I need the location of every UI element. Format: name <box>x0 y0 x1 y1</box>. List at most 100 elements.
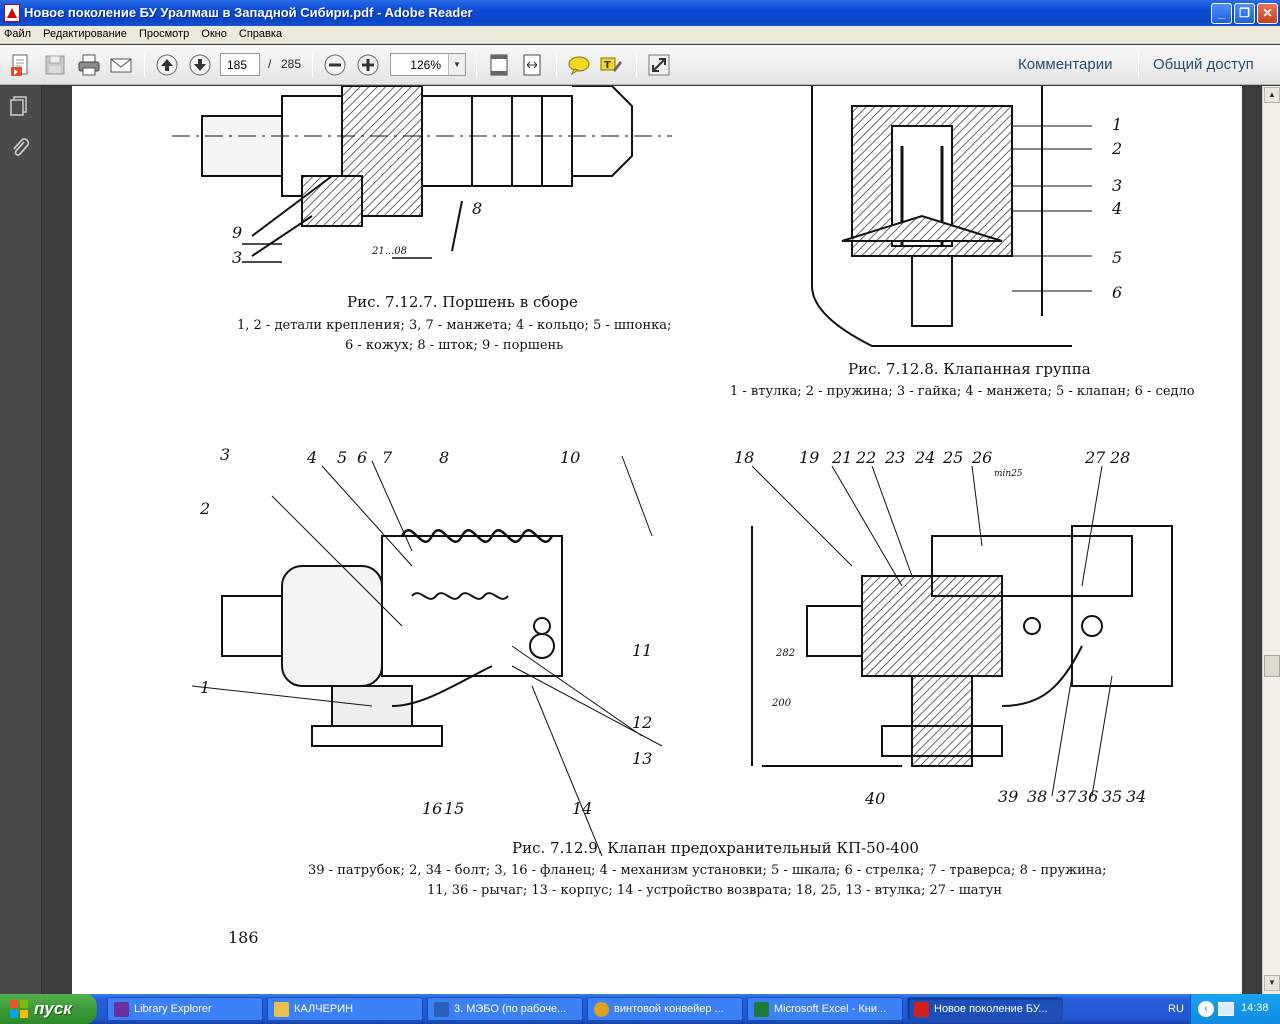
fig8-label-6: 6 <box>1112 283 1122 302</box>
fig9-label-24: 24 <box>914 448 935 467</box>
share-panel-button[interactable]: Общий доступ <box>1153 56 1254 73</box>
start-button[interactable]: пуск <box>0 994 97 1024</box>
fig9-label-28: 28 <box>1109 448 1130 467</box>
maximize-button[interactable]: ❐ <box>1234 3 1255 24</box>
fig9-label-8: 8 <box>439 448 449 467</box>
fig9-label-22: 22 <box>855 448 876 467</box>
fig9-dimension-200: 200 <box>771 698 792 709</box>
system-tray: ‹ 14:38 <box>1190 994 1280 1024</box>
fig8-label-1: 1 <box>1112 115 1122 134</box>
print-icon[interactable] <box>76 52 102 78</box>
taskbar-item-adobe-reader[interactable]: Новое поколение БУ... <box>907 997 1063 1021</box>
excel-icon <box>754 1002 769 1017</box>
fig9-caption: Рис. 7.12.9. Клапан предохранительный КП… <box>512 839 919 857</box>
expand-icon[interactable] <box>646 52 672 78</box>
comment-icon[interactable] <box>566 52 592 78</box>
adobe-reader-icon <box>914 1002 929 1017</box>
fig9-label-35: 35 <box>1102 787 1122 806</box>
taskbar-item-word[interactable]: 3. МЭБО (по рабоче... <box>427 997 583 1021</box>
close-button[interactable]: ✕ <box>1257 3 1278 24</box>
fig9-label-19: 19 <box>799 448 819 467</box>
fig9-label-5: 5 <box>337 448 347 467</box>
fig9-legend-line2: 11, 36 - рычаг; 13 - корпус; 14 - устрой… <box>427 883 1002 898</box>
scroll-down-arrow-icon[interactable]: ▼ <box>1264 975 1280 991</box>
fig9-label-34: 34 <box>1126 787 1146 806</box>
fig7-caption: Рис. 7.12.7. Поршень в сборе <box>347 293 578 311</box>
fig8-label-5: 5 <box>1112 248 1122 267</box>
fig9-label-18: 18 <box>734 448 754 467</box>
library-explorer-icon <box>114 1002 129 1017</box>
windows-logo-icon <box>10 1000 29 1018</box>
fig9-label-37: 37 <box>1056 787 1077 806</box>
page-drawings: 9 3 8 21...08 1 2 3 4 5 6 3 2 4 5 6 7 8 … <box>172 86 1195 947</box>
fig7-label-mark: 21...08 <box>371 246 407 257</box>
fig9-legend-line1: 39 - патрубок; 2, 34 - болт; 3, 16 - фла… <box>308 863 1107 878</box>
language-indicator[interactable]: RU <box>1168 1003 1184 1015</box>
taskbar-item-folder[interactable]: КАЛЧЕРИН <box>267 997 423 1021</box>
highlight-icon[interactable]: T <box>598 52 624 78</box>
fig9-label-13: 13 <box>632 749 652 768</box>
create-pdf-icon[interactable] <box>8 52 34 78</box>
menu-window[interactable]: Окно <box>201 28 227 40</box>
page-thumbnails-icon[interactable] <box>8 94 32 118</box>
previous-page-icon[interactable] <box>154 52 180 78</box>
fig9-label-36: 36 <box>1078 787 1098 806</box>
taskbar-item-excel[interactable]: Microsoft Excel - Кни... <box>747 997 903 1021</box>
menu-view[interactable]: Просмотр <box>138 28 190 40</box>
taskbar-item-chrome[interactable]: винтовой конвейер ... <box>587 997 743 1021</box>
document-viewer[interactable]: 9 3 8 21...08 1 2 3 4 5 6 3 2 4 5 6 7 8 … <box>42 86 1262 994</box>
chrome-icon <box>594 1002 609 1017</box>
fig9-label-25: 25 <box>942 448 963 467</box>
menu-edit[interactable]: Редактирование <box>43 28 127 40</box>
fig8-caption: Рис. 7.12.8. Клапанная группа <box>848 360 1091 378</box>
taskbar: пуск Library Explorer КАЛЧЕРИН 3. МЭБО (… <box>0 994 1280 1024</box>
network-icon[interactable] <box>1218 1002 1234 1016</box>
fig9-label-10: 10 <box>560 448 580 467</box>
toolbar: 185 / 285 126% ▼ T Комментарии Общий дос… <box>0 45 1280 85</box>
fit-width-icon[interactable] <box>519 52 545 78</box>
fig7-label-9: 9 <box>232 223 242 242</box>
attachments-icon[interactable] <box>8 136 32 160</box>
page-number: 186 <box>228 928 259 947</box>
email-icon[interactable] <box>108 52 134 78</box>
scrollbar-thumb[interactable] <box>1264 655 1280 677</box>
window-title: Новое поколение БУ Уралмаш в Западной Си… <box>24 5 473 20</box>
title-bar: Новое поколение БУ Уралмаш в Западной Си… <box>0 0 1280 26</box>
next-page-icon[interactable] <box>187 52 213 78</box>
chevron-down-icon[interactable]: ▼ <box>448 54 465 75</box>
fig9-label-38: 38 <box>1027 787 1047 806</box>
fig9-label-7: 7 <box>382 448 393 467</box>
zoom-in-icon[interactable] <box>355 52 381 78</box>
fig9-label-26: 26 <box>971 448 992 467</box>
fig9-label-15: 15 <box>444 799 464 818</box>
save-icon[interactable] <box>42 52 68 78</box>
zoom-select[interactable]: 126% <box>390 53 466 76</box>
fig9-label-14: 14 <box>572 799 592 818</box>
fig9-label-6: 6 <box>357 448 367 467</box>
adobe-reader-icon <box>4 4 20 22</box>
page-number-input[interactable]: 185 <box>220 53 260 76</box>
fig9-label-39: 39 <box>998 787 1018 806</box>
fig9-label-40: 40 <box>864 789 885 808</box>
fig7-legend-line2: 6 - кожух; 8 - шток; 9 - поршень <box>345 338 563 353</box>
svg-text:T: T <box>604 60 611 71</box>
comments-panel-button[interactable]: Комментарии <box>1018 56 1113 73</box>
clock[interactable]: 14:38 <box>1241 1002 1269 1014</box>
vertical-scrollbar[interactable]: ▲ ▼ <box>1262 86 1280 994</box>
minimize-button[interactable]: _ <box>1211 3 1232 24</box>
figure-valve-left-drawing <box>191 455 663 857</box>
fig9-label-2: 2 <box>199 499 210 518</box>
fig7-label-8: 8 <box>472 199 482 218</box>
menu-bar: Файл Редактирование Просмотр Окно Справк… <box>0 26 1280 44</box>
menu-file[interactable]: Файл <box>4 28 32 40</box>
menu-help[interactable]: Справка <box>238 28 283 40</box>
fig8-label-4: 4 <box>1111 199 1122 218</box>
fig9-label-4: 4 <box>306 448 317 467</box>
folder-icon <box>274 1002 289 1017</box>
fig9-label-12: 12 <box>632 713 652 732</box>
fit-page-icon[interactable] <box>486 52 512 78</box>
zoom-out-icon[interactable] <box>322 52 348 78</box>
show-hidden-icons-icon[interactable]: ‹ <box>1198 1001 1214 1017</box>
taskbar-item-library-explorer[interactable]: Library Explorer <box>107 997 263 1021</box>
scroll-up-arrow-icon[interactable]: ▲ <box>1264 87 1280 103</box>
